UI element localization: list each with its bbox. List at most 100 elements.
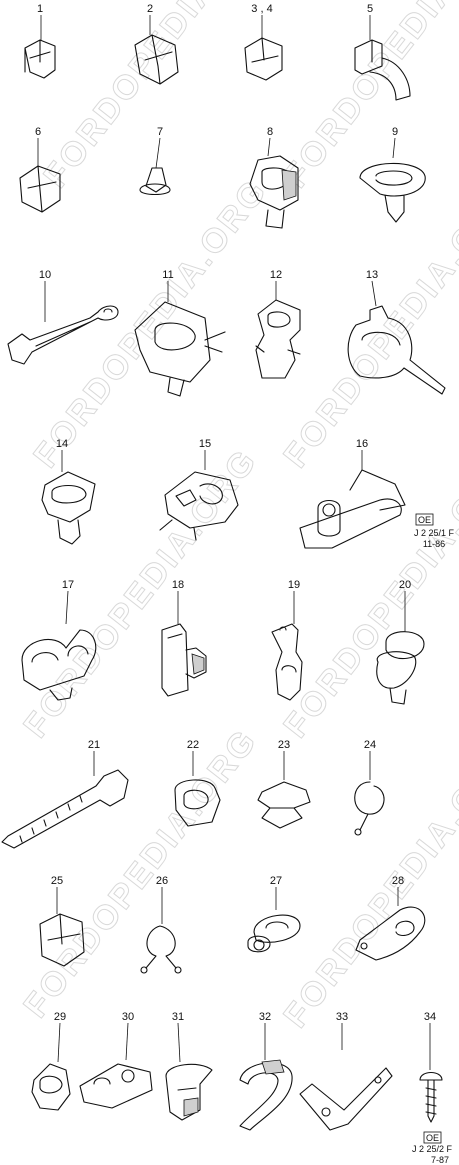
p-clip-drawing — [355, 906, 426, 961]
ref-code-2: OE J 2 25/2 F 7-87 — [412, 1131, 453, 1165]
part-label: 9 — [392, 126, 398, 138]
part-5: 5 — [354, 3, 411, 101]
part-label: 26 — [156, 875, 168, 887]
part-label: 1 — [37, 3, 43, 15]
leader-line — [177, 1022, 181, 1063]
watermark-text: FORDOPEDIA.ORG — [26, 171, 275, 475]
leader-line — [392, 137, 396, 159]
leader-line — [267, 137, 271, 157]
ref-code: J 2 25/1 F — [414, 528, 455, 538]
part-label: 18 — [172, 579, 184, 591]
watermark-text: FORDOPEDIA.ORG — [276, 731, 459, 1035]
grommet-drawing — [139, 167, 171, 196]
bracket-clip-drawing — [79, 1063, 153, 1109]
part-24: 24 — [354, 739, 385, 836]
cable-tie-drawing — [1, 769, 129, 849]
part-12: 12 — [255, 269, 301, 379]
part-label: 29 — [54, 1011, 66, 1023]
part-label: 30 — [122, 1011, 134, 1023]
part-10: 10 — [7, 269, 119, 365]
part-label: 10 — [39, 269, 51, 281]
watermark-text: FORDOPEDIA.ORG — [36, 0, 285, 195]
strap-clip-drawing — [271, 623, 303, 701]
leader-line — [155, 137, 161, 169]
part-3-4: 3 , 4 — [244, 3, 283, 81]
cable-clip-drawing — [376, 631, 425, 705]
watermark-text: FORDOPEDIA.ORG — [276, 0, 459, 195]
bolt-head — [322, 503, 336, 517]
part-label: 24 — [364, 739, 376, 751]
part-21: 21 — [1, 739, 129, 849]
part-1: 1 — [24, 3, 56, 79]
part-label: 14 — [56, 438, 68, 450]
part-33: 33 — [299, 1011, 393, 1131]
part-label: 12 — [270, 269, 282, 281]
part-2: 2 — [134, 3, 179, 85]
hook-end — [354, 828, 362, 836]
part-label: 3 , 4 — [251, 3, 272, 15]
part-25: 25 — [39, 875, 85, 967]
part-27: 27 — [247, 875, 301, 953]
clip-drawing — [24, 39, 56, 79]
part-label: 7 — [157, 126, 163, 138]
part-22: 22 — [174, 739, 221, 827]
part-label: 28 — [392, 875, 404, 887]
leader-line — [125, 1022, 129, 1061]
part-31: 31 — [165, 1011, 213, 1121]
ref-date: 11-86 — [423, 539, 445, 549]
hook-end — [174, 966, 182, 974]
part-32: 32 — [239, 1011, 293, 1131]
part-label: 15 — [199, 438, 211, 450]
oe-badge: OE — [418, 515, 431, 525]
part-label: 5 — [367, 3, 373, 15]
wire-hook-drawing — [354, 781, 385, 831]
oe-badge-box — [423, 1131, 442, 1144]
spring-clip-drawing — [257, 781, 311, 829]
part-label: 17 — [62, 579, 74, 591]
ref-date: 7-87 — [431, 1155, 449, 1165]
part-label: 22 — [187, 739, 199, 751]
part-label: 13 — [366, 269, 378, 281]
watermark-text: FORDOPEDIA.ORG — [16, 721, 265, 1025]
pipe-clip-drawing — [21, 629, 97, 701]
clip-drawing — [244, 37, 283, 81]
part-label: 33 — [336, 1011, 348, 1023]
mount-hole — [321, 1107, 331, 1117]
part-label: 19 — [288, 579, 300, 591]
clip-shading — [183, 1097, 199, 1117]
part-label: 6 — [35, 126, 41, 138]
wire-hook-drawing — [145, 925, 177, 969]
part-29: 29 — [31, 1011, 71, 1111]
oe-badge-box — [415, 513, 434, 526]
clip-shading — [191, 653, 205, 675]
part-17: 17 — [21, 579, 97, 701]
part-13: 13 — [347, 269, 446, 395]
clip-shading — [281, 169, 297, 201]
part-20: 20 — [376, 579, 425, 705]
watermark-text: FORDOPEDIA.ORG — [276, 441, 459, 745]
part-label: 25 — [51, 875, 63, 887]
strap-clip-drawing — [354, 39, 411, 101]
part-11: 11 — [134, 269, 226, 397]
multi-clip-drawing — [134, 301, 226, 397]
bolt-head — [121, 1069, 135, 1083]
mount-hole — [374, 1076, 382, 1084]
ref-code-1: OE J 2 25/1 F 11-86 — [414, 513, 455, 549]
clip-shading — [261, 1059, 285, 1075]
clip-drawing — [134, 34, 179, 85]
part-28: 28 — [355, 875, 426, 961]
part-18: 18 — [161, 579, 207, 697]
part-label: 11 — [162, 269, 173, 281]
part-label: 16 — [356, 438, 368, 450]
mount-hole — [360, 942, 368, 950]
cable-clip-drawing — [41, 471, 96, 545]
watermark-text: FORDOPEDIA.ORG — [16, 441, 265, 745]
part-label: 31 — [172, 1011, 184, 1023]
part-19: 19 — [271, 579, 303, 701]
clip-drawing — [31, 1063, 71, 1111]
part-23: 23 — [257, 739, 311, 829]
bracket-clip-drawing — [247, 914, 301, 953]
part-label: 2 — [147, 3, 153, 15]
part-16: 16 — [299, 438, 406, 549]
